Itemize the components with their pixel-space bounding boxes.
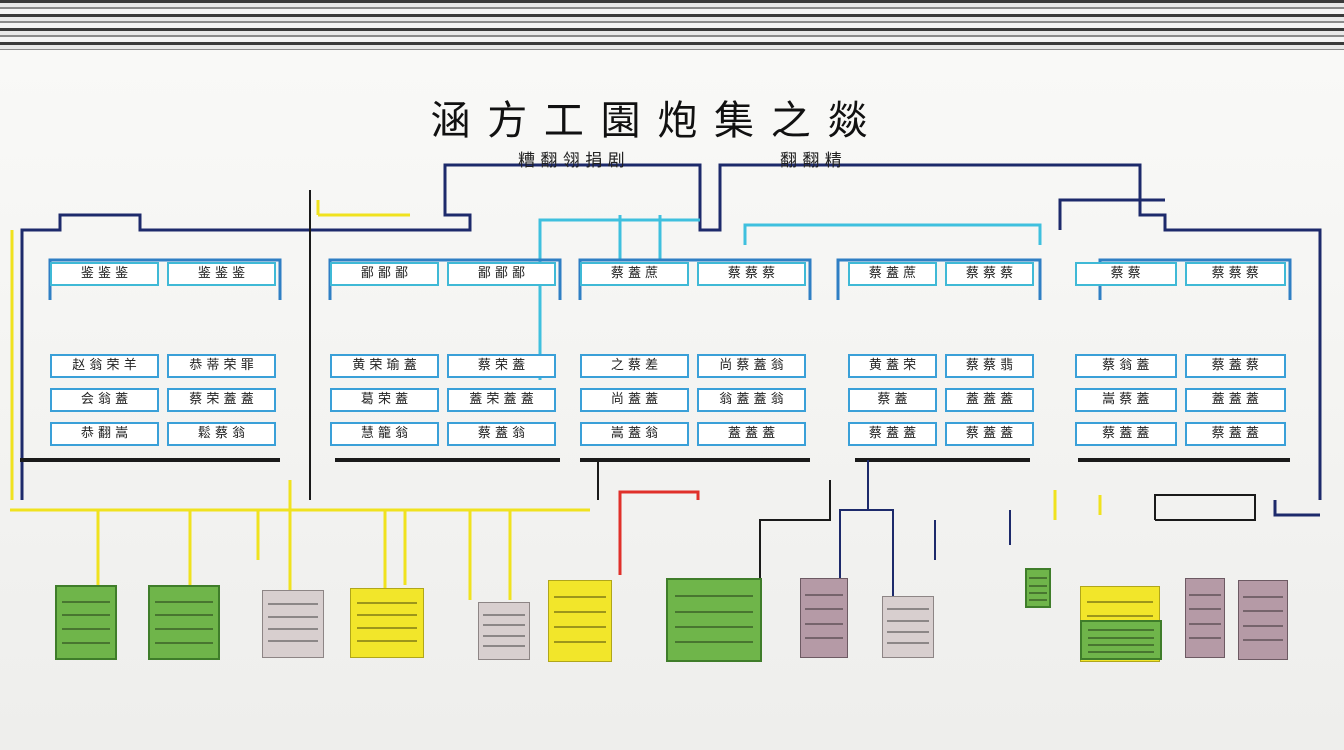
panel-cell: 蔡 蔡 翡 <box>945 354 1034 378</box>
wire <box>96 480 512 600</box>
panel-cell: 蔡 蓋 蓋 <box>848 422 937 446</box>
field-device <box>262 590 324 658</box>
wire <box>1154 494 1256 521</box>
panel-cell: 翁 蓋 蓋 翁 <box>697 388 806 412</box>
panel-cell: 慧 籠 翁 <box>330 422 439 446</box>
panel-cell: 蔡 荣 蓋 <box>447 354 556 378</box>
panel-cell: 黄 荣 瑜 蓋 <box>330 354 439 378</box>
panel-cell: 赵 翁 荣 羊 <box>50 354 159 378</box>
field-device <box>148 585 220 660</box>
wire <box>839 509 1011 600</box>
panel-cell: 嵩 蓋 翁 <box>580 422 689 446</box>
panel-cell: 蔡 蓋 蔡 <box>1184 354 1286 378</box>
panel-cell: 蔡 蓋 <box>848 388 937 412</box>
panel-cell: 蓋 蓋 蓋 <box>1184 388 1286 412</box>
panel-header-cell: 蔡 蔡 <box>1075 262 1177 286</box>
wire <box>743 223 1042 245</box>
wire <box>618 215 662 260</box>
panel-cell: 嵩 蔡 蓋 <box>1075 388 1177 412</box>
panel-header-cell: 蔡 蔡 蔡 <box>697 262 806 286</box>
panel-header-cell: 鉴 鉴 鉴 <box>50 262 159 286</box>
panel-header-cell: 蔡 蓋 蔗 <box>848 262 937 286</box>
wire <box>836 258 1042 300</box>
panel-cell: 蓋 蓋 蓋 <box>945 388 1034 412</box>
wire <box>1058 198 1165 230</box>
panel-cell: 蔡 蓋 翁 <box>447 422 556 446</box>
panel-cell: 尚 蔡 蓋 翁 <box>697 354 806 378</box>
wire <box>309 190 599 500</box>
subtitle-right: 翻 翻 精 <box>780 151 842 171</box>
panel-cell: 蓋 荣 蓋 蓋 <box>447 388 556 412</box>
panel-cell: 蔡 蓋 蓋 <box>945 422 1034 446</box>
wire <box>20 163 1322 500</box>
field-device <box>350 588 424 658</box>
panel-cell: 恭 蒂 荣 罪 <box>167 354 276 378</box>
field-device <box>882 596 934 658</box>
field-device <box>800 578 848 658</box>
panel-header-cell: 鄙 鄙 鄙 <box>447 262 556 286</box>
panel-cell: 恭 翻 嵩 <box>50 422 159 446</box>
subtitle-left: 糟 翻 翎 捐 剧 <box>518 151 625 171</box>
diagram-title: 涵 方 工 園 炮 集 之 燚 <box>430 98 870 144</box>
field-device <box>548 580 612 662</box>
wire <box>1273 500 1320 517</box>
panel-header-cell: 蔡 蓋 蔗 <box>580 262 689 286</box>
panel-cell: 之 蔡 差 <box>580 354 689 378</box>
field-device <box>1238 580 1288 660</box>
wire <box>538 218 700 380</box>
panel-cell: 尚 蓋 蓋 <box>580 388 689 412</box>
panel-header-cell: 蔡 蔡 蔡 <box>1184 262 1286 286</box>
panel-cell: 葛 荣 蓋 <box>330 388 439 412</box>
wire <box>1053 490 1102 520</box>
panel-cell: 鬆 蔡 翁 <box>167 422 276 446</box>
wire <box>618 490 700 575</box>
field-device <box>55 585 117 660</box>
field-device <box>1025 568 1051 608</box>
wire-layer <box>10 163 1322 600</box>
field-device <box>1080 620 1162 660</box>
panel-cell: 蔡 翁 蓋 <box>1075 354 1177 378</box>
panel-cell: 黄 蓋 荣 <box>848 354 937 378</box>
panel-cell: 会 翁 蓋 <box>50 388 159 412</box>
panel-cell: 蓋 蓋 蓋 <box>697 422 806 446</box>
field-device <box>1185 578 1225 658</box>
wire <box>316 200 410 217</box>
panel-header-cell: 鉴 鉴 鉴 <box>167 262 276 286</box>
wire <box>759 480 831 580</box>
panel-header-cell: 蔡 蔡 蔡 <box>945 262 1034 286</box>
field-device <box>478 602 530 660</box>
panel-cell: 蔡 蓋 蓋 <box>1075 422 1177 446</box>
panel-cell: 蔡 荣 蓋 蓋 <box>167 388 276 412</box>
panel-header-cell: 鄙 鄙 鄙 <box>330 262 439 286</box>
panel-cell: 蔡 蓋 蓋 <box>1184 422 1286 446</box>
ceiling-rail <box>0 0 1344 50</box>
field-device <box>666 578 762 662</box>
